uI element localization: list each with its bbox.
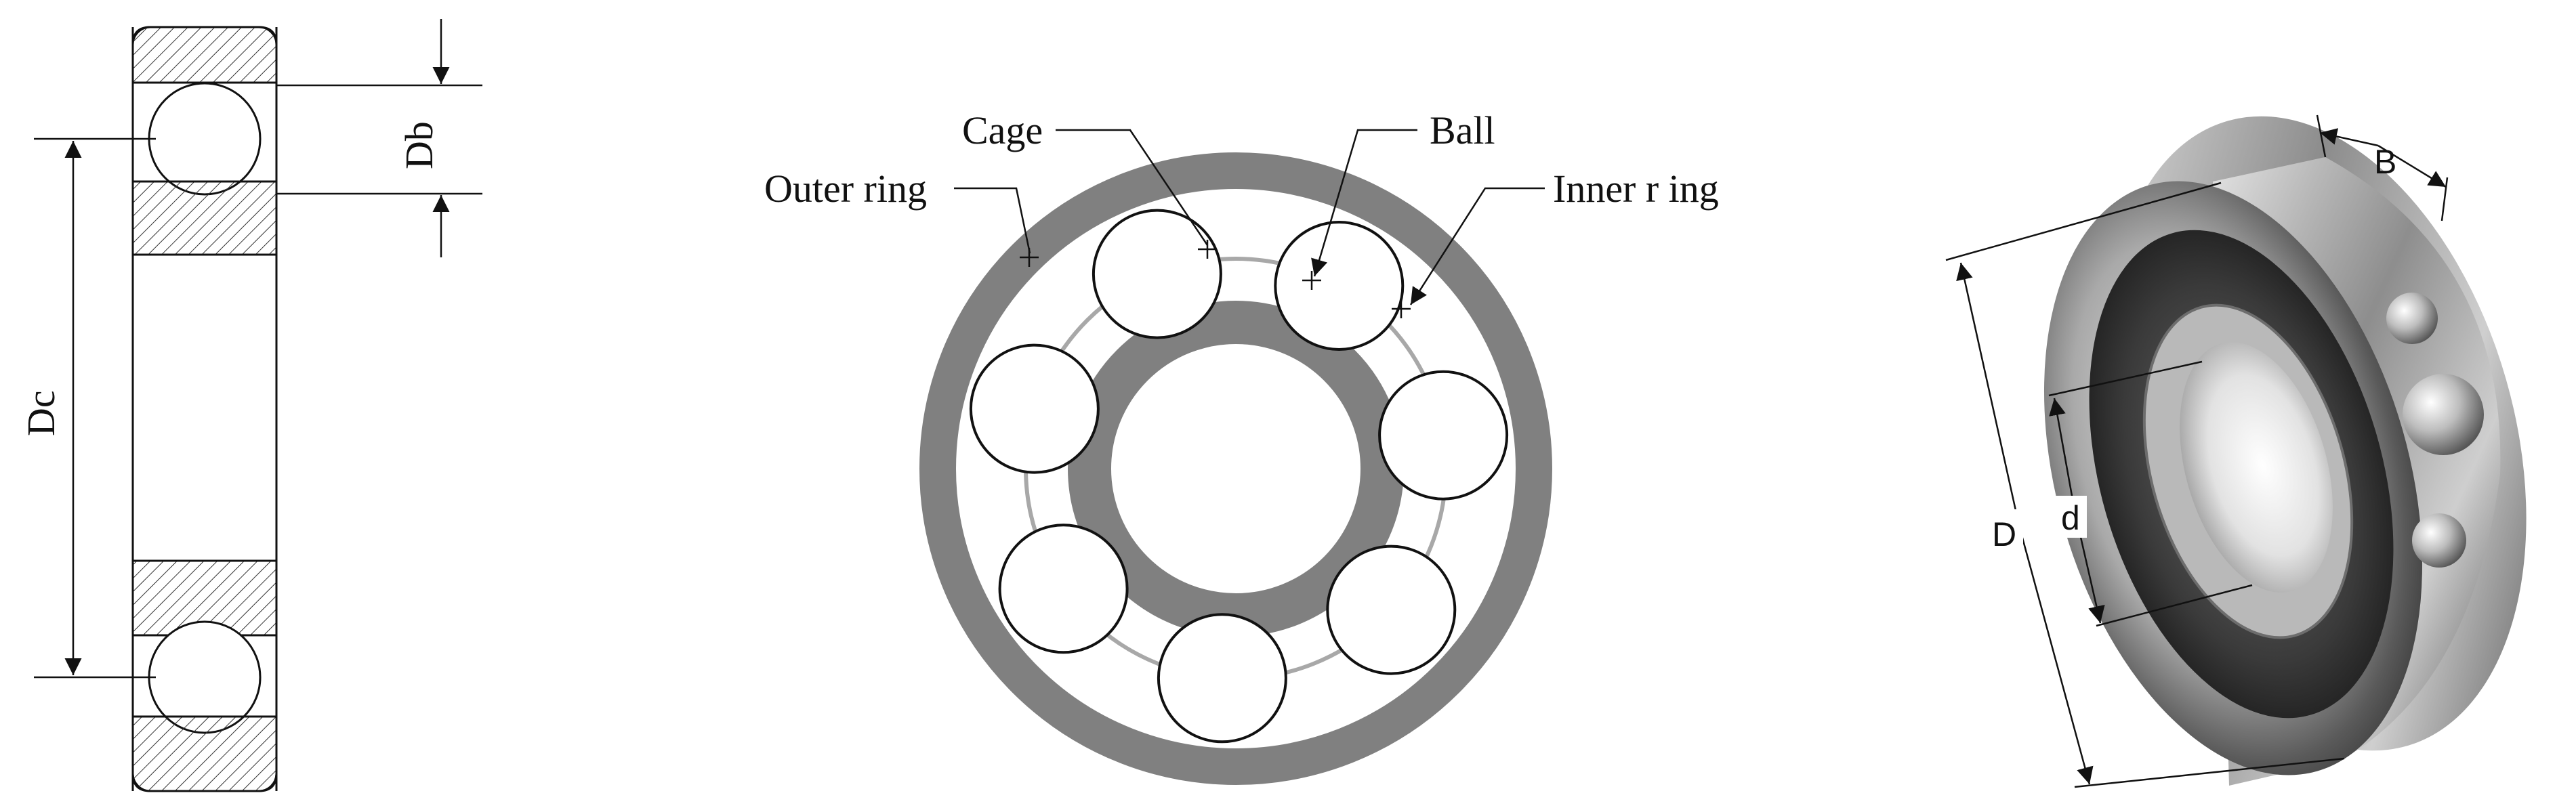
cage-label: Cage (962, 108, 1043, 152)
ball-5 (1157, 613, 1287, 744)
inner-ring-leader (1409, 187, 1545, 305)
b-label: B (2374, 143, 2396, 181)
ball-leader (1311, 129, 1417, 277)
inner-ring (1068, 301, 1404, 637)
dc-label: Dc (19, 390, 63, 436)
outer-ring-label: Outer ring (764, 167, 927, 211)
ball-set (969, 209, 1509, 744)
inner-ring-section-top (131, 180, 278, 256)
cage-leader (1056, 129, 1209, 246)
inner-ring-label: Inner r ing (1553, 167, 1719, 211)
ball-3 (1378, 370, 1509, 500)
section-view: Db Dc (19, 19, 482, 792)
outer-ring (919, 152, 1552, 785)
ball-1 (1092, 209, 1222, 339)
outer-ring-leader (954, 187, 1031, 254)
ball-section-top (148, 82, 262, 196)
b-dimension-line (2319, 128, 2379, 147)
db-label: Db (397, 121, 441, 169)
outer-ring-section-bottom (131, 715, 278, 792)
visible-ball-2 (2386, 293, 2438, 344)
render-view: B D d (1945, 114, 2527, 788)
d-outer-dimension-line (1956, 262, 2020, 526)
outer-ring-section-top (131, 26, 278, 84)
ball-label: Ball (1430, 108, 1495, 152)
visible-ball-3 (2412, 513, 2466, 568)
visible-ball-1 (2403, 374, 2484, 455)
d-outer-label: D (1992, 515, 2016, 553)
ball-7 (969, 343, 1100, 474)
d-inner-label: d (2061, 499, 2080, 537)
ball-4 (1326, 545, 1457, 675)
ball-2 (1274, 221, 1405, 351)
d-inner-dimension-line (2049, 398, 2076, 511)
bore (2180, 342, 2333, 593)
front-view: Cage Ball Outer ring Inner r ing (764, 108, 1719, 785)
ball-6 (998, 524, 1129, 654)
